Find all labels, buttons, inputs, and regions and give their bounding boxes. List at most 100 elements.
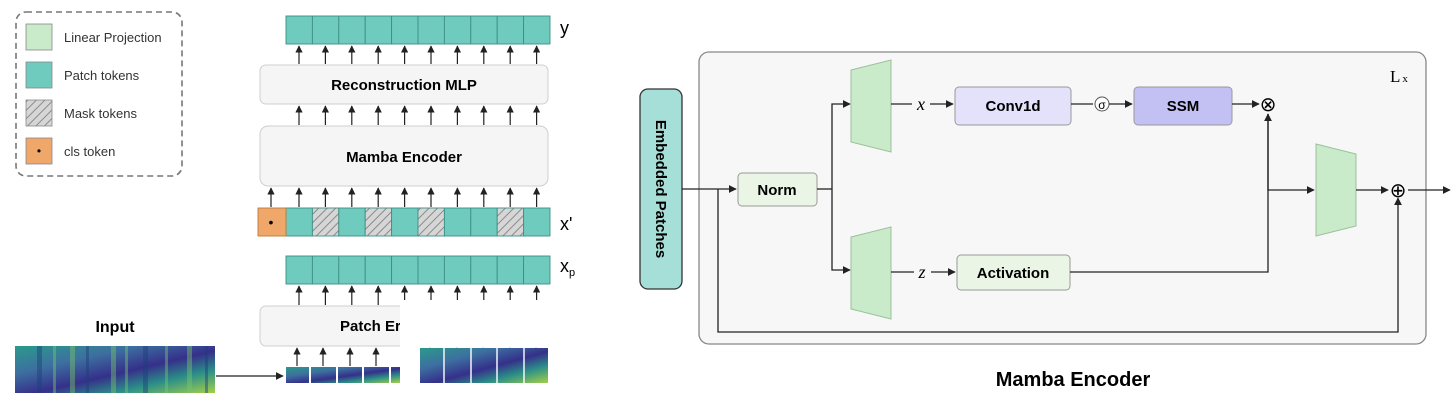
patch-token <box>523 15 551 45</box>
patch-token <box>470 207 498 237</box>
spectrogram-band <box>143 346 148 393</box>
patch-gap <box>523 348 525 383</box>
legend-swatch <box>25 99 53 127</box>
patch-token-row <box>285 255 551 285</box>
legend-label: Patch tokens <box>64 68 140 83</box>
patch-token <box>470 15 498 45</box>
input-label: Input <box>95 319 135 336</box>
spectrogram-band <box>165 346 168 393</box>
patched-spectrogram-b <box>420 348 548 383</box>
output-token-row <box>285 15 551 45</box>
patch-token <box>496 255 525 285</box>
patch-gap <box>362 367 364 383</box>
patch-gap <box>336 367 338 383</box>
conv1d-block <box>954 86 1072 126</box>
x-prime-label: x' <box>560 214 572 234</box>
patch-token <box>443 255 472 285</box>
patch-token <box>391 207 419 237</box>
patch-token <box>391 15 419 45</box>
legend-frame <box>15 11 183 177</box>
patch-token <box>496 15 525 45</box>
line-mult-to-proj <box>1267 114 1315 194</box>
linear-projection-out <box>1315 143 1357 237</box>
occlusion <box>400 300 550 348</box>
patch-token <box>285 15 313 45</box>
patch-token <box>338 255 366 285</box>
encoder-caption: Mamba Encoder <box>996 369 1151 391</box>
patch-gap <box>443 348 445 383</box>
patch-gap <box>496 348 498 383</box>
patch-token <box>285 207 313 237</box>
mask-token <box>311 207 340 237</box>
mask-token <box>417 207 445 237</box>
masked-token-row <box>257 207 551 237</box>
mamba-encoder-block-label: Mamba Encoder <box>346 149 462 166</box>
spectrogram-band <box>86 346 89 393</box>
reconstruction-mlp-block <box>259 64 549 105</box>
ssm-label: SSM <box>1167 98 1200 115</box>
spectrogram-band <box>37 346 42 393</box>
patch-token <box>364 15 393 45</box>
linear-projection-bottom <box>850 226 892 320</box>
patched-spectrogram-a <box>286 367 400 383</box>
add-node: ⊕ <box>1390 180 1407 202</box>
patch-token <box>443 207 472 237</box>
reconstruction-mlp-label: Reconstruction MLP <box>331 77 477 94</box>
legend-swatch <box>25 61 53 89</box>
mask-token <box>364 207 393 237</box>
multiply-node: ⊗ <box>1260 94 1277 116</box>
patch-token <box>338 15 366 45</box>
legend-label: cls token <box>64 144 115 159</box>
legend-label: Linear Projection <box>64 30 162 45</box>
legend-label: Mask tokens <box>64 106 137 121</box>
branch-bottom <box>831 189 851 274</box>
patch-token <box>523 207 551 237</box>
mamba-encoder-block <box>259 125 549 187</box>
patch-token <box>311 15 340 45</box>
patch-token <box>311 255 340 285</box>
x-variable: x <box>916 94 925 114</box>
patch-token <box>443 15 472 45</box>
patch-gap <box>389 367 391 383</box>
spectrogram-band <box>111 346 116 393</box>
xp-label: xp <box>560 256 575 279</box>
branch-top <box>831 100 851 189</box>
mask-token <box>496 207 525 237</box>
embedded-patches-label: Embedded Patches <box>652 120 669 258</box>
residual-path <box>717 189 1402 333</box>
ssm-block <box>1133 86 1233 126</box>
patch-token <box>391 255 419 285</box>
spectrogram-band <box>125 346 128 393</box>
linear-projection-top <box>850 59 892 153</box>
legend-swatch <box>25 23 53 51</box>
patch-gap <box>309 367 311 383</box>
sigma-label: σ <box>1098 98 1106 112</box>
spectrogram-band <box>187 346 192 393</box>
z-variable: z <box>917 262 925 282</box>
patch-token <box>285 255 313 285</box>
patch-embed-label: Patch Er <box>340 318 401 335</box>
y-label: y <box>560 18 569 38</box>
input-spectrogram <box>15 346 215 393</box>
spectrogram-band <box>205 346 208 393</box>
patch-token <box>417 255 445 285</box>
patch-token <box>417 15 445 45</box>
spectrogram-band <box>53 346 56 393</box>
patch-token <box>338 207 366 237</box>
patch-token <box>364 255 393 285</box>
cls-token <box>257 207 287 237</box>
cls-symbol: • <box>269 214 274 230</box>
patch-gap <box>470 348 472 383</box>
legend-swatch <box>25 137 53 165</box>
norm-label: Norm <box>757 182 796 199</box>
spectrogram-band <box>70 346 75 393</box>
patch-token <box>470 255 498 285</box>
pretraining-pipeline: y Reconstruction MLP Mamba Encoder • x' … <box>15 15 575 393</box>
conv1d-label: Conv1d <box>985 98 1040 115</box>
legend-cls-dot: • <box>37 144 41 158</box>
activation-label: Activation <box>977 265 1050 282</box>
